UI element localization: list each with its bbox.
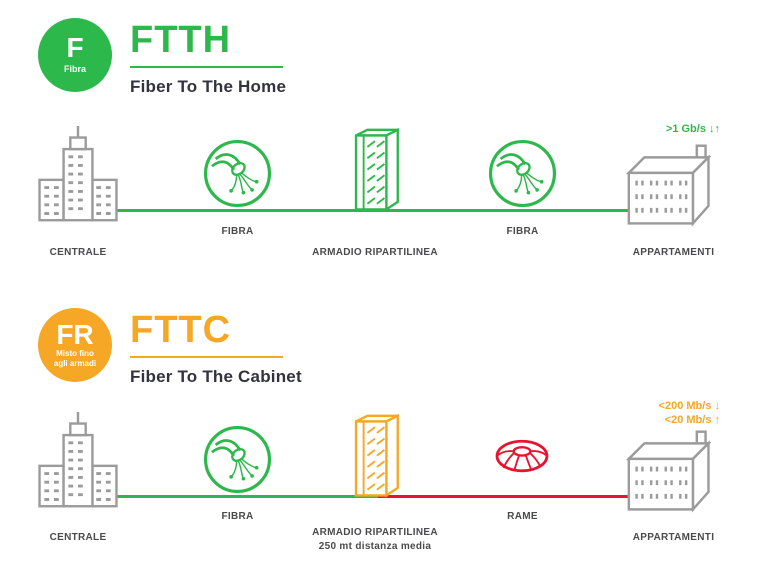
ftth-badge-subtitle: Fibra xyxy=(63,64,86,75)
fttc-label-rame: RAME xyxy=(507,511,538,522)
ftth-badge-letter: F xyxy=(66,32,84,64)
ftth-label-centrale: CENTRALE xyxy=(49,247,107,258)
fttc-copper-line xyxy=(378,495,655,498)
fttc-badge: FR Misto fino agli armadi xyxy=(38,308,112,382)
fiber-cable-icon xyxy=(486,137,559,210)
fiber-cable-icon xyxy=(201,423,274,496)
ftth-title-underline xyxy=(130,66,283,68)
ftth-heading: FTTH Fiber To The Home xyxy=(130,21,286,97)
ftth-speed-annotation: >1 Gb/s ↓↑ xyxy=(665,123,720,135)
fttc-label-armadio-distance: 250 mt distanza media xyxy=(318,541,432,552)
copper-coil-icon xyxy=(485,427,559,485)
ftth-subtitle: Fiber To The Home xyxy=(130,77,287,96)
ftth-label-appartamenti: APPARTAMENTI xyxy=(632,247,715,258)
ftth-label-fibra-2: FIBRA xyxy=(506,226,539,237)
central-office-icon xyxy=(30,412,126,512)
ftth-title: FTTH xyxy=(130,19,232,61)
fttc-fiber-line xyxy=(80,495,378,498)
fttc-badge-subtitle-line1: Misto fino xyxy=(56,349,94,358)
fttc-badge-letter: FR xyxy=(56,319,94,350)
fttc-heading: FTTC Fiber To The Cabinet xyxy=(130,311,302,387)
fttc-speed-annotation: <200 Mb/s ↓ <20 Mb/s ↑ xyxy=(600,399,720,428)
fttc-badge-subtitle-line2: agli armadi xyxy=(53,359,97,368)
fttc-speed-up: <20 Mb/s ↑ xyxy=(664,414,720,427)
fttc-label-fibra: FIBRA xyxy=(221,511,254,522)
fttc-title-underline xyxy=(130,356,283,358)
apartments-icon xyxy=(623,429,724,516)
fttc-label-armadio: ARMADIO RIPARTILINEA xyxy=(312,527,438,538)
fiber-cable-icon xyxy=(201,137,274,210)
fttc-label-centrale: CENTRALE xyxy=(49,532,107,543)
street-cabinet-icon xyxy=(343,126,407,217)
fttc-label-appartamenti: APPARTAMENTI xyxy=(632,532,715,543)
fttc-speed-down: <200 Mb/s ↓ xyxy=(658,400,720,412)
fttc-subtitle: Fiber To The Cabinet xyxy=(130,367,302,386)
ftth-badge: F Fibra xyxy=(38,18,112,92)
apartments-icon xyxy=(623,143,724,230)
street-cabinet-icon xyxy=(343,412,407,503)
central-office-icon xyxy=(30,126,126,226)
ftth-label-fibra-1: FIBRA xyxy=(221,226,254,237)
fttc-title: FTTC xyxy=(130,309,232,351)
ftth-label-armadio: ARMADIO RIPARTILINEA xyxy=(312,247,438,258)
